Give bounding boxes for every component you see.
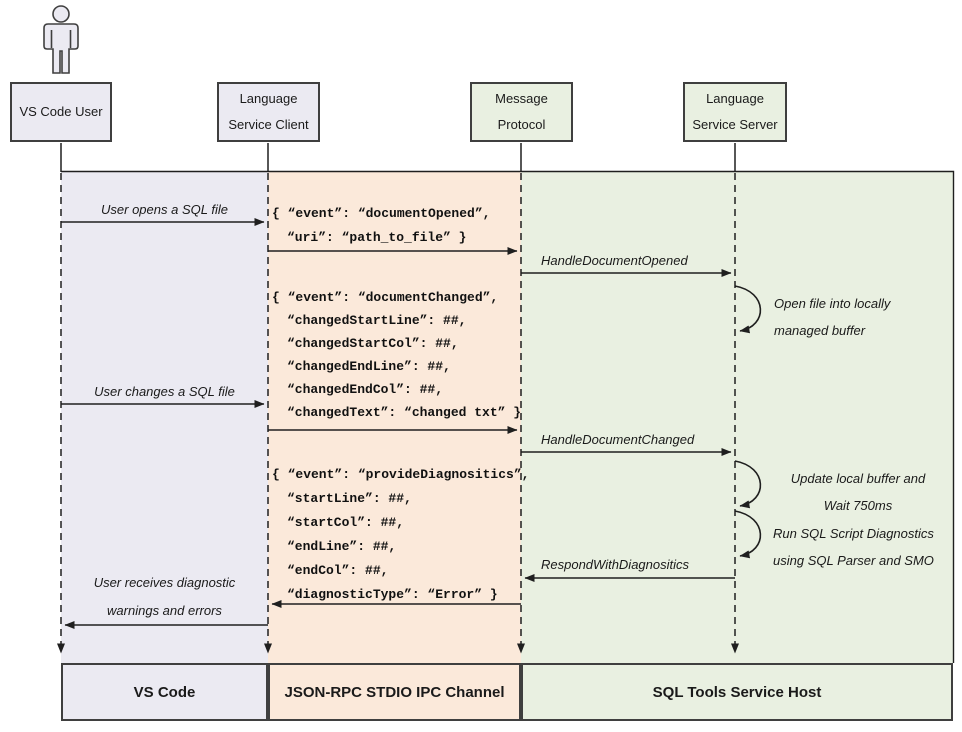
header-label: Language — [239, 91, 298, 106]
actor-arm-lines — [50, 30, 72, 48]
json-line: “startCol”: ##, — [287, 515, 405, 530]
label-handle-document-changed: HandleDocumentChanged — [541, 432, 695, 447]
selfloop-update-buffer — [734, 460, 762, 509]
json-line: “changedStartLine”: ##, — [287, 313, 467, 328]
note-line: using SQL Parser and SMO — [773, 553, 934, 568]
json-block-document-opened: { “event”: “documentOpened”, “uri”: “pat… — [272, 202, 490, 250]
label-user-changes-file: User changes a SQL file — [94, 384, 235, 399]
header-label: Language — [706, 91, 764, 106]
lane-frame-border — [61, 170, 955, 663]
note-line: managed buffer — [774, 323, 866, 338]
header-box-vscode-user: VS Code User — [10, 82, 112, 142]
actor-body — [43, 23, 79, 74]
footer-label: VS Code — [133, 683, 196, 701]
json-line: “endCol”: ##, — [287, 563, 389, 578]
label-respond-with-diagnostics: RespondWithDiagnositics — [541, 557, 690, 572]
footer-box-jsonrpc-channel: JSON-RPC STDIO IPC Channel — [268, 663, 521, 721]
header-label: Message — [495, 91, 548, 106]
label-line: warnings and errors — [107, 603, 222, 618]
json-line: “changedText”: “changed txt” } — [287, 405, 522, 420]
lane-ipc-channel — [268, 172, 521, 663]
note-open-file-buffer: Open file into locally managed buffer — [774, 290, 890, 344]
lifeline-connectors — [60, 143, 736, 172]
json-line: { “event”: “documentOpened”, — [272, 206, 491, 221]
footer-box-sql-tools-service-host: SQL Tools Service Host — [521, 663, 953, 721]
footer-label: JSON-RPC STDIO IPC Channel — [284, 683, 505, 701]
footer-box-vscode: VS Code — [61, 663, 268, 721]
json-block-provide-diagnostics: { “event”: “provideDiagnositics”, “start… — [272, 463, 529, 607]
json-line: “endLine”: ##, — [287, 539, 397, 554]
lane-vscode — [61, 172, 268, 663]
label-user-receives-diagnostics: User receives diagnostic warnings and er… — [61, 569, 268, 625]
header-label: Service Server — [692, 117, 778, 132]
note-update-buffer-wait: Update local buffer and Wait 750ms — [768, 465, 948, 519]
note-line: Wait 750ms — [823, 498, 893, 513]
footer-label: SQL Tools Service Host — [652, 683, 822, 701]
json-line: “startLine”: ##, — [287, 491, 412, 506]
json-line: { “event”: “documentChanged”, — [272, 290, 499, 305]
user-actor-icon — [43, 5, 79, 74]
json-line: “diagnosticType”: “Error” } — [287, 587, 498, 602]
note-line: Open file into locally — [774, 296, 891, 311]
json-line: “changedEndCol”: ##, — [287, 382, 444, 397]
json-line: “changedStartCol”: ##, — [287, 336, 459, 351]
note-run-diagnostics: Run SQL Script Diagnostics using SQL Par… — [773, 520, 934, 574]
lane-service-host — [521, 172, 953, 663]
label-user-opens-file: User opens a SQL file — [101, 202, 228, 217]
label-line: User receives diagnostic — [93, 575, 236, 590]
note-line: Run SQL Script Diagnostics — [773, 526, 934, 541]
selfloop-open-buffer — [734, 285, 762, 334]
json-line: “changedEndLine”: ##, — [287, 359, 451, 374]
selfloop-run-diagnostics — [734, 510, 762, 559]
header-label: VS Code User — [19, 104, 103, 119]
json-line: “uri”: “path_to_file” } — [287, 230, 467, 245]
header-label: Service Client — [228, 117, 309, 132]
actor-head — [52, 5, 70, 23]
json-line: { “event”: “provideDiagnositics”, — [272, 467, 530, 482]
header-box-language-service-client: Language Service Client — [217, 82, 320, 142]
header-box-language-service-server: Language Service Server — [683, 82, 787, 142]
label-handle-document-opened: HandleDocumentOpened — [541, 253, 688, 268]
note-line: Update local buffer and — [790, 471, 926, 486]
json-block-document-changed: { “event”: “documentChanged”, “changedSt… — [272, 286, 521, 424]
header-label: Protocol — [497, 117, 546, 132]
header-box-message-protocol: Message Protocol — [470, 82, 573, 142]
